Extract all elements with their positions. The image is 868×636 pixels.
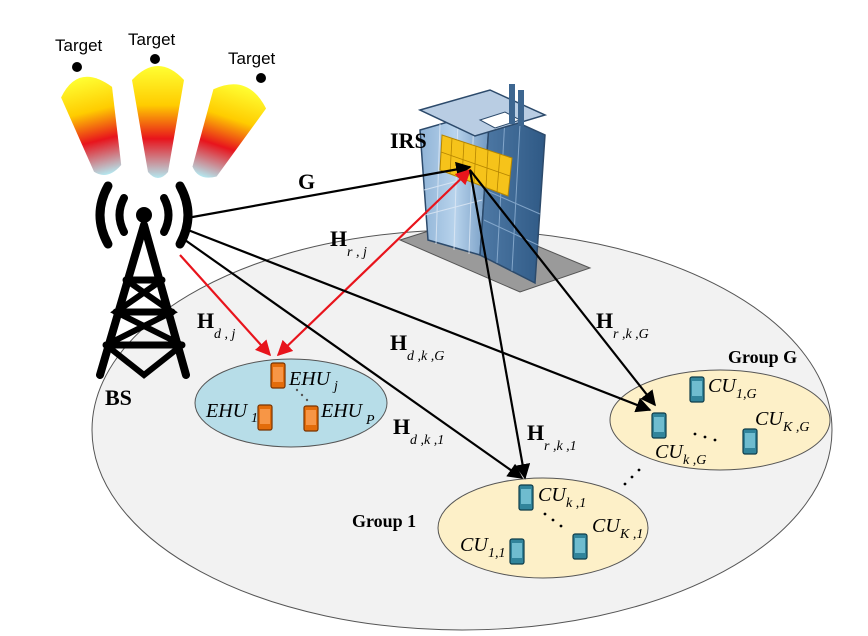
phone-icon-cu-K1 [572,533,588,560]
ellipsis-dots [543,432,717,528]
user-label-ehu-j: EHU j [288,368,338,394]
phone-icon-cu-KG [742,428,758,455]
svg-text:EHU: EHU [288,368,332,390]
user-label-cu-KG: CU K ,G [755,408,809,435]
svg-text:CU: CU [592,515,621,537]
svg-text:P: P [365,413,375,428]
channel-label-H-d-k-1: H d ,k ,1 [393,414,444,448]
svg-text:r ,k ,1: r ,k ,1 [544,439,577,454]
target-dot-2 [150,54,160,64]
svg-text:CU: CU [655,441,684,463]
channel-label-H-r-j: H r , j [330,226,367,260]
svg-text:H: H [330,226,347,251]
svg-text:j: j [332,379,338,394]
svg-text:d ,k ,G: d ,k ,G [407,349,444,364]
ehu-cluster [194,358,388,448]
svg-text:k ,G: k ,G [683,453,706,468]
target-label-2: Target [128,30,176,49]
phone-icon-cu-11 [509,538,525,565]
link-H-r-k-1 [468,169,531,480]
link-H-d-k-G [187,228,652,413]
channel-label-G: G [298,169,315,194]
svg-text:H: H [596,308,613,333]
svg-text:H: H [527,420,544,445]
svg-text:1: 1 [251,411,258,426]
svg-text:1,1: 1,1 [488,546,506,561]
sensing-beams [61,66,267,178]
bs-tower-icon [95,181,193,379]
phone-icon-ehu-1 [257,404,273,431]
user-label-cu-1G: CU 1,G [708,375,757,402]
svg-text:K ,G: K ,G [782,420,809,435]
user-label-cu-K1: CU K ,1 [592,515,643,542]
svg-text:K ,1: K ,1 [619,527,643,542]
channel-label-H-d-k-G: H d ,k ,G [390,330,444,364]
svg-text:CU: CU [708,375,737,397]
user-label-cu-k1: CU k ,1 [538,484,586,511]
irs-label: IRS [390,128,427,153]
phone-icon-ehu-p [303,405,319,432]
phone-icon-ehu-j [270,362,286,389]
svg-text:r , j: r , j [347,245,367,260]
user-label-cu-11: CU 1,1 [460,534,506,561]
group-G-label: Group G [728,347,797,367]
svg-text:r ,k ,G: r ,k ,G [613,327,649,342]
phone-icon-cu-k1 [518,484,534,511]
cu-cluster-group-G [609,369,831,471]
target-label-3: Target [228,49,276,68]
channel-links [179,161,656,480]
user-label-ehu-p: EHU P [320,400,375,428]
beam-1 [61,76,122,175]
svg-text:CU: CU [538,484,567,506]
bs-label: BS [105,385,132,410]
link-H-r-k-G [469,169,656,407]
targets: Target Target Target [55,30,276,83]
beam-3 [192,84,267,178]
target-label-1: Target [55,36,103,55]
link-H-d-j [179,254,272,357]
link-H-r-j [276,168,472,357]
phone-icon-cu-kG [651,412,667,439]
cu-phones [509,376,758,565]
user-label-ehu-1: EHU 1 [205,400,258,426]
svg-text:d ,k ,1: d ,k ,1 [410,433,444,448]
cu-cluster-group-1 [437,477,649,579]
svg-text:H: H [390,330,407,355]
svg-text:d , j: d , j [214,327,236,342]
phone-icon-cu-1G [689,376,705,403]
svg-text:H: H [197,308,214,333]
svg-text:EHU: EHU [320,400,364,422]
beam-2 [132,66,184,178]
group-1-label: Group 1 [352,511,416,531]
channel-label-H-d-j: H d , j [197,308,236,342]
target-dot-1 [72,62,82,72]
svg-text:EHU: EHU [205,400,249,422]
svg-text:CU: CU [755,408,784,430]
target-dot-3 [256,73,266,83]
channel-label-H-r-k-G: H r ,k ,G [596,308,649,342]
link-H-d-k-1 [184,239,524,479]
svg-text:k ,1: k ,1 [566,496,586,511]
channel-label-H-r-k-1: H r ,k ,1 [527,420,577,454]
svg-text:H: H [393,414,410,439]
svg-text:1,G: 1,G [736,387,757,402]
svg-text:CU: CU [460,534,489,556]
ehu-phones [257,362,319,432]
user-label-cu-kG: CU k ,G [655,441,706,468]
